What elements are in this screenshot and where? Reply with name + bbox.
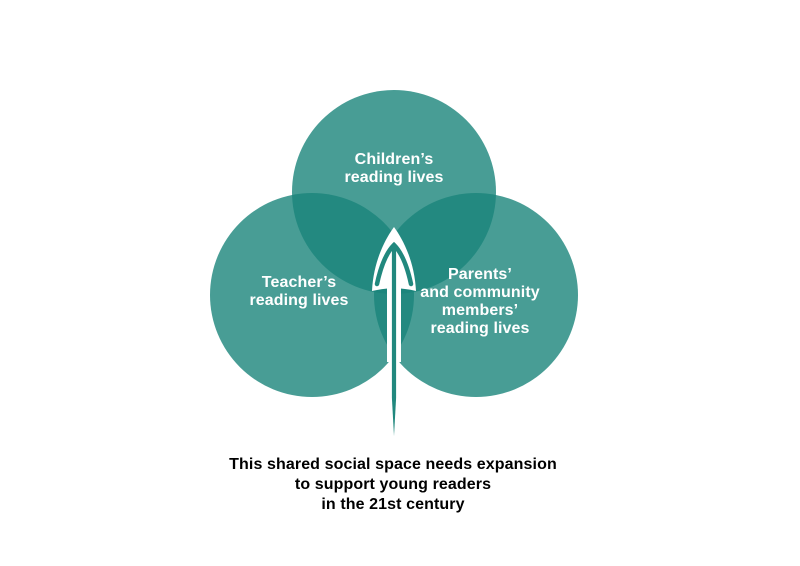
caption: This shared social space needs expansion… [143,455,643,515]
caption-line: to support young readers [294,476,492,493]
caption-line: This shared social space needs expansion [229,456,557,473]
arrow-shaft [391,246,397,436]
arrow-chevron [374,241,414,287]
circle-teachers [210,193,414,397]
up-arrow-icon [372,227,416,436]
caption-line: in the 21st century [321,496,465,513]
venn-circles [210,90,578,397]
circle-parents [374,193,578,397]
